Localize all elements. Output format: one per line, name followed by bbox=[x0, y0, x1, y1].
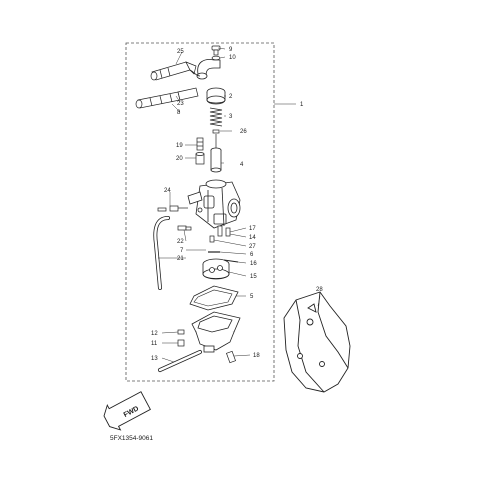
callout-8: 8 bbox=[177, 110, 181, 116]
part-code: 5FX1354-9061 bbox=[110, 435, 153, 442]
cap-screw bbox=[211, 45, 221, 56]
drain-plug bbox=[226, 350, 236, 364]
callout-13: 13 bbox=[151, 356, 158, 362]
callout-24: 24 bbox=[164, 188, 171, 194]
callout-1: 1 bbox=[300, 102, 304, 108]
callout-25: 25 bbox=[177, 49, 184, 55]
callout-3: 3 bbox=[229, 114, 233, 120]
pilot-screw bbox=[196, 137, 204, 151]
callout-9: 9 bbox=[229, 47, 233, 53]
callout-6: 6 bbox=[250, 252, 254, 258]
callout-26: 26 bbox=[240, 129, 247, 135]
jet-parts bbox=[209, 225, 231, 243]
carburetor-body bbox=[187, 179, 241, 229]
callout-19: 19 bbox=[176, 143, 183, 149]
callout-27: 27 bbox=[249, 244, 256, 250]
needle-valve bbox=[223, 259, 239, 263]
callout-15: 15 bbox=[250, 274, 257, 280]
leader-lines bbox=[158, 47, 251, 363]
callout-23: 23 bbox=[177, 101, 184, 107]
callout-5: 5 bbox=[250, 294, 254, 300]
float bbox=[202, 258, 230, 280]
callout-4: 4 bbox=[240, 162, 244, 168]
callout-16: 16 bbox=[250, 261, 257, 267]
callout-18-lower: 18 bbox=[253, 353, 260, 359]
cable-adjuster bbox=[135, 87, 199, 109]
throttle-cable-boot bbox=[150, 61, 197, 81]
callout-12: 12 bbox=[151, 331, 158, 337]
mixing-chamber-cap bbox=[206, 87, 226, 105]
throttle-valve bbox=[210, 147, 222, 173]
callout-20: 20 bbox=[176, 156, 183, 162]
callout-11: 11 bbox=[151, 341, 158, 347]
assembly-boundary bbox=[125, 42, 275, 382]
callout-labels: 1 2 3 4 5 6 7 8 9 10 11 12 13 14 15 16 1… bbox=[151, 47, 323, 362]
cable-elbow bbox=[189, 59, 221, 80]
float-chamber bbox=[191, 311, 241, 353]
drain-screw bbox=[177, 225, 192, 231]
callout-10: 10 bbox=[229, 55, 236, 61]
callout-14: 14 bbox=[249, 235, 256, 241]
callout-17: 17 bbox=[249, 226, 256, 232]
leader-28 bbox=[317, 295, 321, 307]
idle-screw-set bbox=[157, 205, 188, 212]
callout-21: 21 bbox=[177, 256, 184, 262]
jet-holder bbox=[195, 152, 205, 165]
forward-arrow-icon bbox=[103, 391, 151, 431]
callout-28: 28 bbox=[316, 287, 323, 293]
callout-7: 7 bbox=[180, 248, 184, 254]
callout-22: 22 bbox=[177, 239, 184, 245]
callout-2: 2 bbox=[229, 94, 233, 100]
washer bbox=[211, 55, 221, 61]
chamber-screws bbox=[177, 329, 185, 347]
carburetor-joint-bracket bbox=[283, 291, 351, 393]
throttle-spring bbox=[209, 107, 223, 127]
